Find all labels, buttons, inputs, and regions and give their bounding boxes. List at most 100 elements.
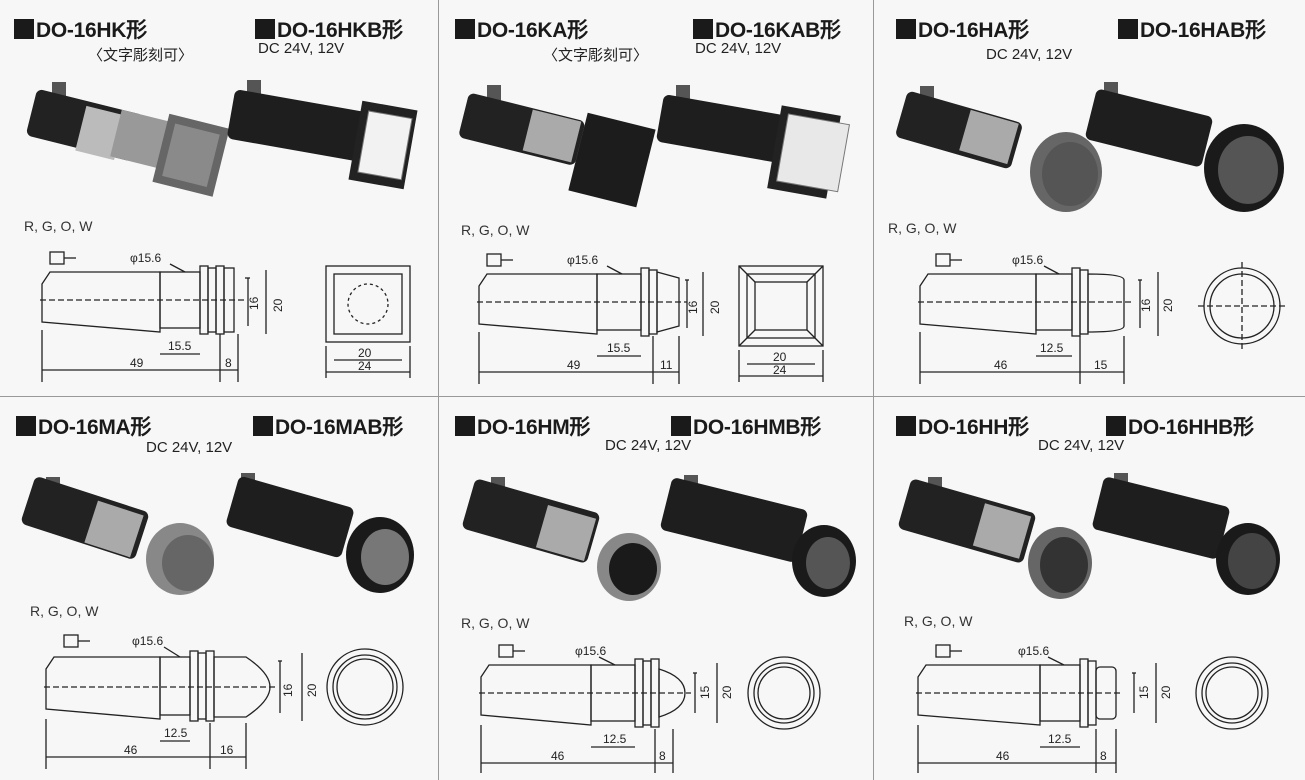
dim-body-length: 15.5	[168, 339, 192, 353]
voltage-label: DC 24V, 12V	[1038, 437, 1125, 454]
dimension-drawing: φ15.6 16 20 15.5 49 11 20 24	[477, 253, 824, 384]
model-title-b: DO-16MAB形	[253, 411, 403, 441]
dim-h2: 20	[720, 685, 734, 699]
lamp-photo-chrome	[896, 86, 1102, 212]
model-title-b: DO-16KAB形	[693, 14, 841, 44]
dim-body-length: 15.5	[607, 341, 631, 355]
dimension-drawing: φ15.6 16 20 12.5 46 15	[918, 253, 1286, 384]
color-options: R, G, O, W	[30, 603, 99, 619]
model-title-b: DO-16HHB形	[1106, 411, 1254, 441]
square-bullet-icon	[671, 416, 691, 436]
square-bullet-icon	[253, 416, 273, 436]
color-options: R, G, O, W	[461, 615, 530, 631]
lamp-photo-black	[656, 85, 851, 199]
model-title-a: DO-16KA形	[455, 14, 588, 44]
lamp-photo-black	[227, 80, 418, 190]
dim-h2: 20	[271, 298, 285, 312]
dim-tail: 15	[1094, 358, 1108, 372]
color-options: R, G, O, W	[888, 220, 957, 236]
model-title-b: DO-16HKB形	[255, 14, 403, 44]
dim-diameter: φ15.6	[130, 251, 161, 265]
lamp-photo-chrome	[26, 82, 230, 197]
dim-total-length: 49	[567, 358, 581, 372]
voltage-label: DC 24V, 12V	[605, 437, 692, 454]
color-options: R, G, O, W	[461, 222, 530, 238]
model-title-a: DO-16HH形	[896, 411, 1029, 441]
dim-h1: 16	[281, 683, 295, 697]
dim-face-inner: 20	[358, 346, 372, 360]
dim-diameter: φ15.6	[1018, 644, 1049, 658]
dim-face-outer: 24	[358, 359, 372, 373]
lamp-photo-black	[1085, 82, 1284, 212]
dim-body-length: 12.5	[1048, 732, 1072, 746]
dim-total-length: 46	[124, 743, 138, 757]
dim-tail: 8	[1100, 749, 1107, 763]
dimension-drawing: φ15.6 15 20 12.5 46 8	[916, 644, 1269, 773]
dim-tail: 8	[659, 749, 666, 763]
panel-do-16hh: DO-16HH形 DO-16HHB形 DC 24V, 12V R, G, O, …	[874, 397, 1305, 780]
dim-diameter: φ15.6	[575, 644, 606, 658]
dim-total-length: 46	[551, 749, 565, 763]
dim-h1: 15	[1137, 685, 1151, 699]
dimension-drawing: φ15.6 15 20 12.5 46 8	[479, 644, 821, 773]
lamp-photo-black	[660, 475, 856, 597]
dim-face-inner: 20	[773, 350, 787, 364]
engraving-note: 〈文字彫刻可〉	[543, 47, 649, 64]
square-bullet-icon	[455, 416, 475, 436]
dim-h2: 20	[708, 300, 722, 314]
square-bullet-icon	[1106, 416, 1126, 436]
lamp-photo-chrome	[21, 477, 214, 595]
model-title-a: DO-16HK形	[14, 14, 147, 44]
dim-diameter: φ15.6	[132, 634, 163, 648]
square-bullet-icon	[1118, 19, 1138, 39]
panel-do-16hm: DO-16HM形 DO-16HMB形 DC 24V, 12V R, G, O, …	[439, 397, 874, 780]
model-title-a: DO-16HA形	[896, 14, 1029, 44]
dim-body-length: 12.5	[603, 732, 627, 746]
square-bullet-icon	[14, 19, 34, 39]
color-options: R, G, O, W	[24, 218, 93, 234]
dim-tail: 16	[220, 743, 234, 757]
lamp-photo-chrome	[459, 85, 656, 208]
square-bullet-icon	[896, 19, 916, 39]
voltage-label: DC 24V, 12V	[695, 40, 782, 57]
dim-face-outer: 24	[773, 363, 787, 377]
dim-diameter: φ15.6	[1012, 253, 1043, 267]
dim-h2: 20	[1161, 298, 1175, 312]
model-title-b: DO-16HMB形	[671, 411, 821, 441]
dim-diameter: φ15.6	[567, 253, 598, 267]
dim-total-length: 46	[996, 749, 1010, 763]
lamp-photo-chrome	[462, 477, 661, 601]
square-bullet-icon	[255, 19, 275, 39]
voltage-label: DC 24V, 12V	[146, 439, 233, 456]
dim-body-length: 12.5	[1040, 341, 1064, 355]
square-bullet-icon	[693, 19, 713, 39]
square-bullet-icon	[896, 416, 916, 436]
dimension-drawing: φ15.6 16 20 15.5 49 8 20 24	[40, 251, 411, 382]
dim-h1: 16	[247, 296, 261, 310]
dim-total-length: 46	[994, 358, 1008, 372]
panel-do-16hk: DO-16HK形 DO-16HKB形 〈文字彫刻可〉 DC 24V, 12V R…	[0, 0, 439, 397]
dim-body-length: 12.5	[164, 726, 188, 740]
square-bullet-icon	[16, 416, 36, 436]
model-title-a: DO-16HM形	[455, 411, 590, 441]
panel-do-16ma: DO-16MA形 DO-16MAB形 DC 24V, 12V R, G, O, …	[0, 397, 439, 780]
dim-h1: 16	[686, 300, 700, 314]
dim-h1: 15	[698, 685, 712, 699]
color-options: R, G, O, W	[904, 613, 973, 629]
panel-do-16ka: DO-16KA形 DO-16KAB形 〈文字彫刻可〉 DC 24V, 12V R…	[439, 0, 874, 397]
voltage-label: DC 24V, 12V	[986, 46, 1073, 63]
dim-tail: 8	[225, 356, 232, 370]
lamp-photo-chrome	[898, 477, 1092, 599]
lamp-photo-black	[226, 473, 414, 593]
dim-total-length: 49	[130, 356, 144, 370]
dim-tail: 11	[660, 358, 673, 372]
dim-h2: 20	[1159, 685, 1173, 699]
dimension-drawing: φ15.6 16 20 12.5 46 16	[44, 634, 404, 769]
square-bullet-icon	[455, 19, 475, 39]
panel-do-16ha: DO-16HA形 DO-16HAB形 DC 24V, 12V R, G, O, …	[874, 0, 1305, 397]
voltage-label: DC 24V, 12V	[258, 40, 345, 57]
dim-h2: 20	[305, 683, 319, 697]
dim-h1: 16	[1139, 298, 1153, 312]
lamp-photo-black	[1092, 473, 1280, 595]
